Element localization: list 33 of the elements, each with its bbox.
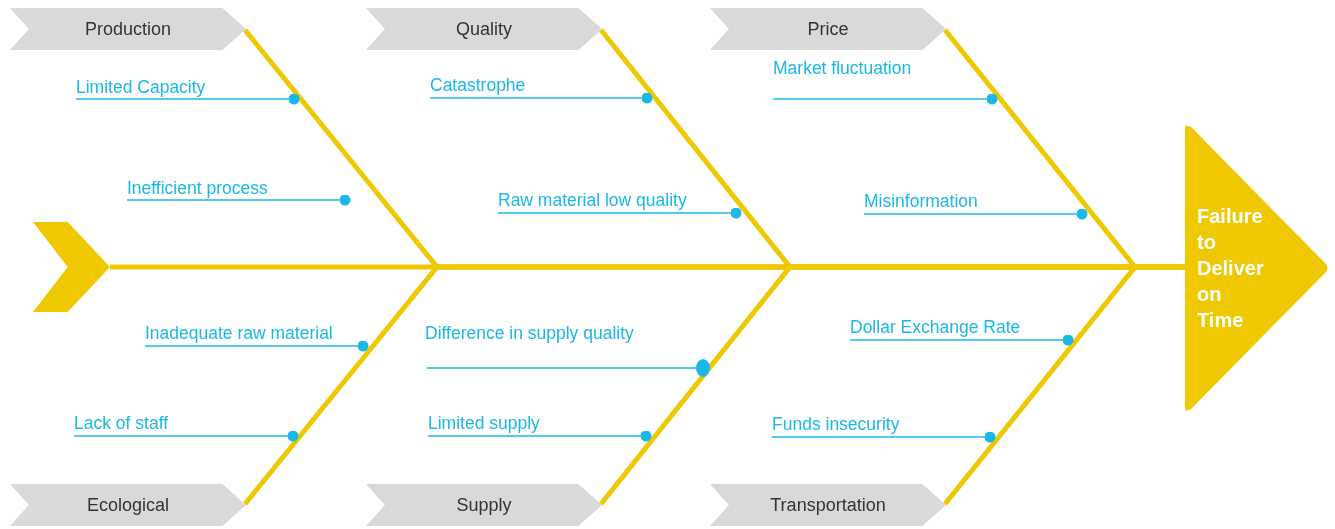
leader-line xyxy=(429,92,653,104)
category-chevron: Ecological xyxy=(10,484,246,526)
leader-line xyxy=(772,93,998,105)
cause-label: Lack of staff xyxy=(74,412,169,434)
category-chevron: Transportation xyxy=(710,484,946,526)
leader-line xyxy=(863,208,1088,220)
category-chevron: Price xyxy=(710,8,946,50)
effect-text: Failure to Deliver on Time xyxy=(1197,204,1265,333)
cause-label: Misinformation xyxy=(864,190,978,212)
cause-label: Difference in supply quality xyxy=(425,322,634,368)
cause-label: Raw material low quality xyxy=(498,189,687,211)
cause-label: Limited Capacity xyxy=(76,76,206,98)
leader-line xyxy=(73,430,299,442)
cause-label: Market fluctuation xyxy=(773,57,912,99)
category-chevron: Production xyxy=(10,8,246,50)
cause-label: Catastrophe xyxy=(430,74,526,96)
leader-line xyxy=(849,334,1074,346)
cause-label: Funds insecurity xyxy=(772,413,900,435)
effect-arrowhead xyxy=(1185,123,1330,413)
leader-line xyxy=(771,431,996,443)
cause-label: Dollar Exchange Rate xyxy=(850,316,1021,338)
leader-line xyxy=(497,207,742,219)
cause-label: Inefficient process xyxy=(127,177,268,199)
leader-line xyxy=(75,93,300,105)
cause-label: Inadequate raw material xyxy=(145,322,333,344)
leader-line xyxy=(427,430,652,442)
cause-label: Limited supply xyxy=(428,412,540,434)
category-chevron: Quality xyxy=(366,8,602,50)
fish-bone-line xyxy=(943,264,1185,506)
leader-line xyxy=(126,194,351,206)
leader-line xyxy=(426,359,710,377)
leader-line xyxy=(144,340,369,352)
category-chevron: Supply xyxy=(366,484,602,526)
